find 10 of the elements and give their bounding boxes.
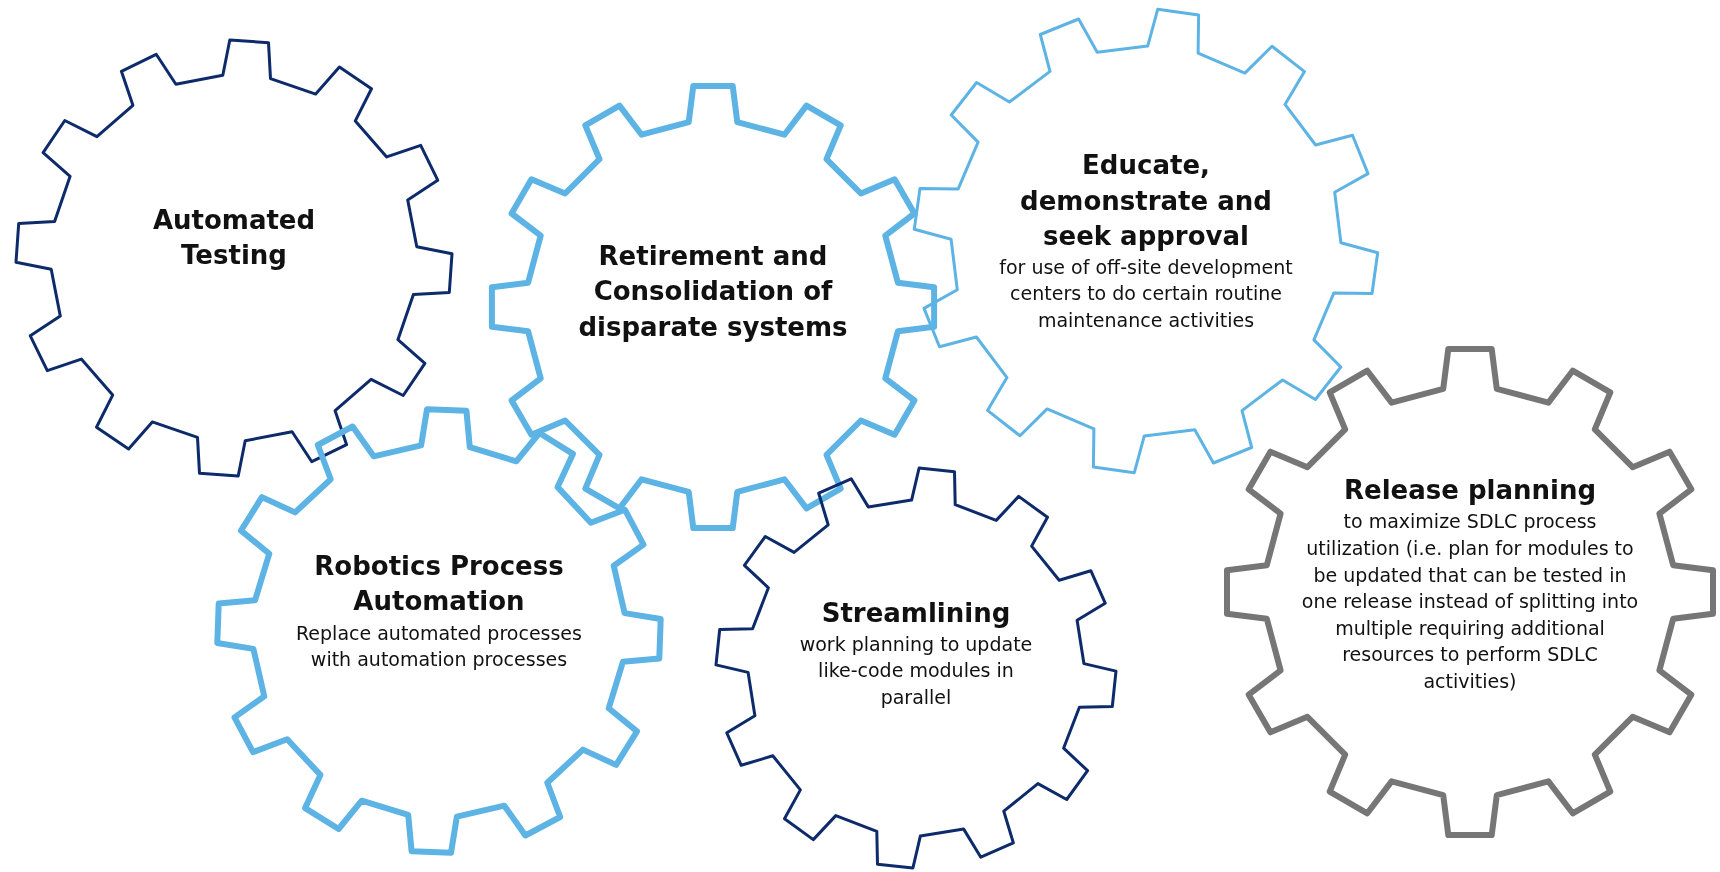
gear-heading: Release planning <box>1344 474 1596 508</box>
gear-description: to maximize SDLC process utilization (i.e. plan for modules to be updated that can be tested in one release instead of splitting into multiple requiring additional resources to perform SDLC activities) <box>1300 509 1640 695</box>
gear-description: Replace automated processes with automation processes <box>295 620 583 673</box>
gear-heading: Educate, demonstrate and seek approval <box>1019 149 1273 253</box>
gear-heading: Automated Testing <box>151 203 317 272</box>
gear-description: for use of off-site development centers to do certain routine maintenance activities <box>998 254 1294 333</box>
gear-heading: Robotics Process Automation <box>313 550 565 619</box>
gear-heading: Streamlining <box>821 596 1011 630</box>
gear-heading: Retirement and Consolidation of disparate systems <box>577 240 849 344</box>
gear-description: work planning to update like-code modules in parallel <box>798 631 1034 710</box>
